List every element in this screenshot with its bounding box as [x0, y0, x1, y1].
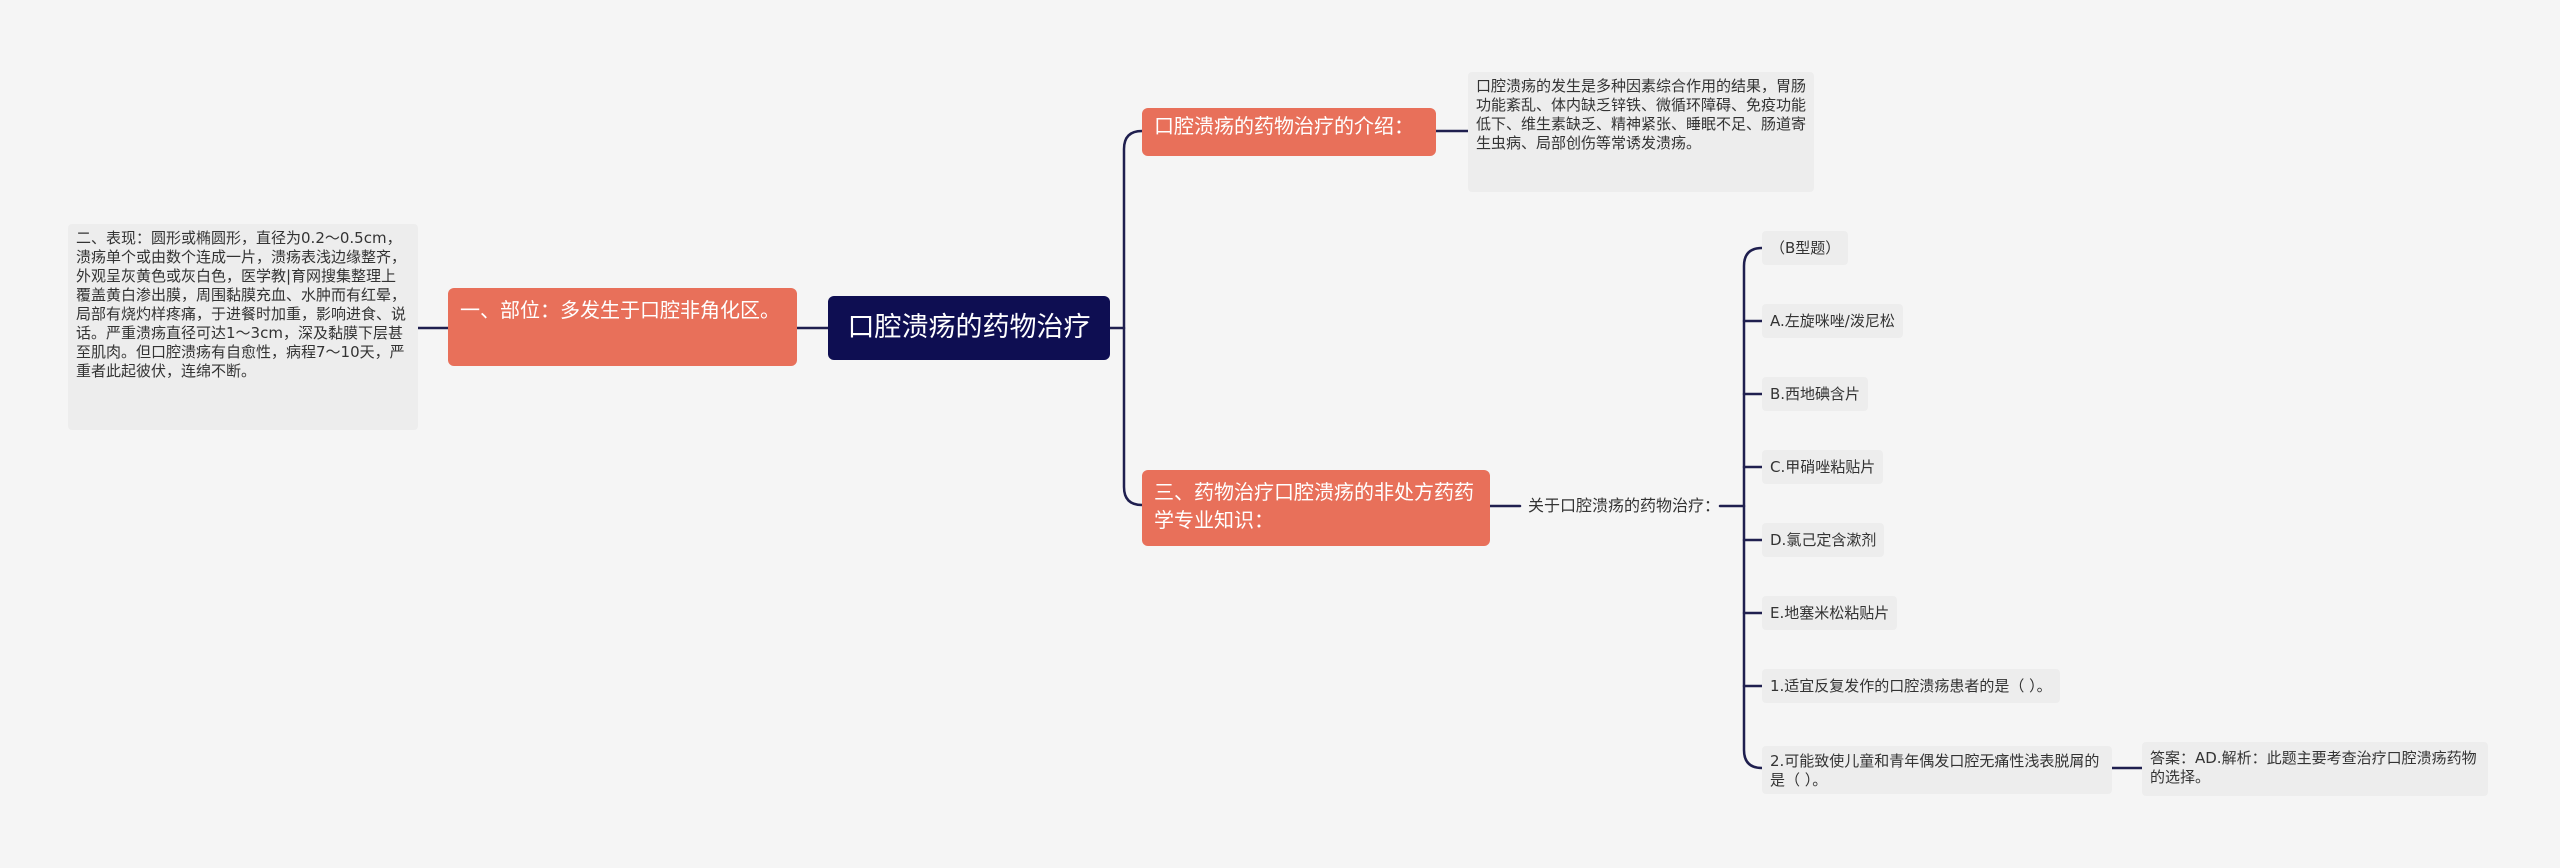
branch-introduction[interactable]: 口腔溃疡的药物治疗的介绍： — [1142, 108, 1436, 156]
leaf-question-1[interactable]: 1.适宜反复发作的口腔溃疡患者的是（ ）。 — [1762, 669, 2060, 703]
note-symptoms: 二、表现：圆形或椭圆形，直径为0.2～0.5cm，溃疡单个或由数个连成一片，溃疡… — [68, 224, 418, 430]
mindmap-root[interactable]: 口腔溃疡的药物治疗 — [828, 296, 1110, 360]
note-causes: 口腔溃疡的发生是多种因素综合作用的结果，胃肠功能紊乱、体内缺乏锌铁、微循环障碍、… — [1468, 72, 1814, 192]
connector-right-trunk — [1122, 129, 1144, 507]
note-answer: 答案：AD.解析：此题主要考查治疗口腔溃疡药物的选择。 — [2142, 742, 2488, 796]
leaf-option-a[interactable]: A.左旋咪唑/泼尼松 — [1762, 304, 1903, 338]
leaf-option-e[interactable]: E.地塞米松粘贴片 — [1762, 596, 1898, 630]
leaf-question-2[interactable]: 2.可能致使儿童和青年偶发口腔无痛性浅表脱屑的是（ ）。 — [1762, 746, 2112, 794]
sub-drug-treatment[interactable]: 关于口腔溃疡的药物治疗： — [1528, 496, 1721, 515]
leaf-option-d[interactable]: D.氯己定含漱剂 — [1762, 523, 1885, 557]
branch-otc-knowledge[interactable]: 三、药物治疗口腔溃疡的非处方药药学专业知识： — [1142, 470, 1490, 546]
leaf-option-b[interactable]: B.西地碘含片 — [1762, 377, 1869, 411]
connector-leaf-trunk — [1742, 246, 1764, 770]
leaf-option-c[interactable]: C.甲硝唑粘贴片 — [1762, 450, 1884, 484]
branch-location[interactable]: 一、部位：多发生于口腔非角化区。 — [448, 288, 797, 366]
leaf-question-type[interactable]: （B型题） — [1762, 231, 1849, 265]
